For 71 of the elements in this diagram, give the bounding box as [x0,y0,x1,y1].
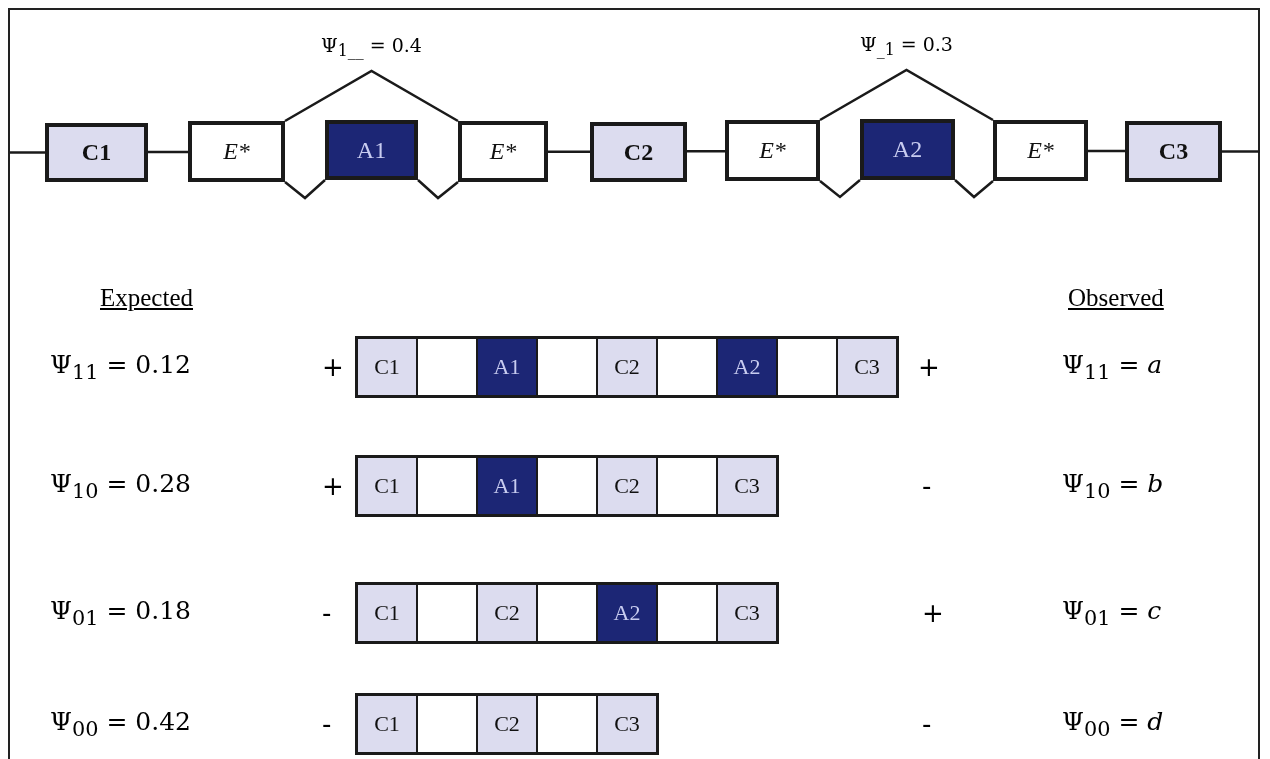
psi-equation: Ψ$_{01}$ = c [1062,596,1162,630]
exon-box: A2 [597,584,657,642]
psi-equation: Ψ$_{11}$ = 0.12 [50,350,191,384]
psi-equation: Ψ$_{00}$ = 0.42 [50,707,191,741]
sign-symbol: - [322,709,332,739]
psi-equation: Ψ$_{11}$ = a [1062,350,1163,384]
exon-box: E* [458,121,548,182]
exon-box [417,695,477,753]
intron-line [1222,150,1260,153]
intron-line [548,150,590,153]
psi-equation: Ψ$_{01}$ = 0.18 [50,596,191,630]
psi-equation: Ψ$_{10}$ = 0.28 [50,469,191,503]
column-heading: Expected [100,284,193,312]
splice-junction-line [284,69,459,123]
intron-line [1088,149,1125,153]
exon-box: A2 [717,338,777,396]
exon-box [537,584,597,642]
splice-junction-line [417,179,459,200]
exon-box: C1 [357,695,417,753]
exon-box: C1 [357,457,417,515]
splice-junction-line [284,179,326,200]
exon-box [537,457,597,515]
intron-line [148,150,188,154]
exon-box: C3 [837,338,897,396]
exon-box: C3 [1125,121,1222,182]
exon-box [417,338,477,396]
exon-box: E* [725,120,820,181]
exon-box: A1 [325,120,418,180]
exon-box: C3 [717,457,777,515]
transcript-bar [355,582,779,644]
exon-box: A2 [860,119,955,180]
exon-box [657,457,717,515]
exon-box: C2 [477,584,537,642]
sign-symbol: - [322,598,332,628]
exon-box: C3 [597,695,657,753]
intron-line [10,151,45,154]
exon-box: E* [993,120,1088,181]
splice-junction-line [819,179,861,199]
psi-equation: Ψ$_{00}$ = d [1062,707,1164,741]
exon-box: A1 [477,457,537,515]
exon-box: C2 [597,457,657,515]
sign-symbol: - [922,471,932,501]
exon-box [657,338,717,396]
exon-box: C1 [45,123,148,182]
exon-box: A1 [477,338,537,396]
splice-junction-line [819,68,994,122]
exon-box [417,584,477,642]
exon-box [537,338,597,396]
psi-equation: Ψ$_{10}$ = b [1062,469,1164,503]
sign-symbol: - [922,709,932,739]
exon-box: C2 [597,338,657,396]
exon-box [657,584,717,642]
exon-box: C1 [357,338,417,396]
sign-symbol: + [918,352,940,382]
exon-box [777,338,837,396]
transcript-bar [355,693,659,755]
exon-box [537,695,597,753]
transcript-bar [355,455,779,517]
sign-symbol: + [322,471,344,501]
sign-symbol: + [922,598,944,628]
splice-junction-line [954,179,994,199]
exon-box: C3 [717,584,777,642]
exon-box: C1 [357,584,417,642]
sign-symbol: + [322,352,344,382]
transcript-bar [355,336,899,398]
exon-box: E* [188,121,285,182]
intron-line [687,150,725,153]
column-heading: Observed [1068,284,1164,312]
exon-box [417,457,477,515]
exon-box: C2 [590,122,687,182]
exon-box: C2 [477,695,537,753]
